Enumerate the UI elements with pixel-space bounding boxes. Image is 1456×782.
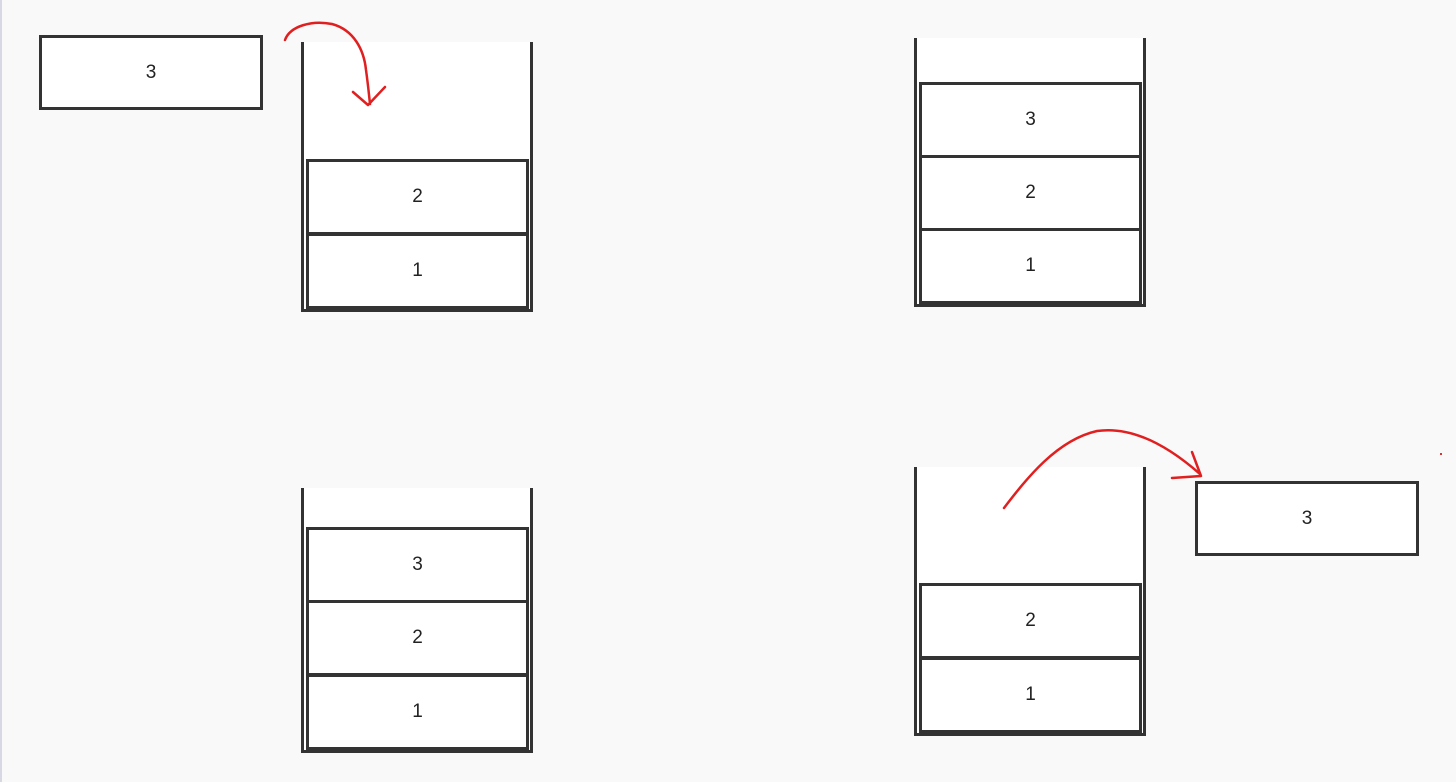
stray-mark	[1440, 453, 1442, 455]
stack-push-after: 3 2 1	[914, 38, 1146, 307]
stack-cell: 2	[306, 600, 529, 676]
stack-cell: 2	[919, 155, 1142, 231]
stack-pop-before: 3 2 1	[301, 488, 533, 753]
incoming-element-box: 3	[39, 35, 263, 110]
stack-pop-after: 2 1	[914, 467, 1146, 736]
stack-cell: 2	[919, 583, 1142, 659]
stack-cell: 1	[919, 228, 1142, 304]
stack-push-before: 2 1	[301, 42, 533, 312]
stack-cell: 1	[306, 233, 529, 309]
stack-cell: 1	[919, 657, 1142, 733]
stack-cell: 3	[919, 82, 1142, 158]
stack-cell: 2	[306, 159, 529, 235]
stack-cell: 3	[306, 527, 529, 603]
stack-cell: 1	[306, 674, 529, 750]
outgoing-element-box: 3	[1195, 481, 1419, 556]
